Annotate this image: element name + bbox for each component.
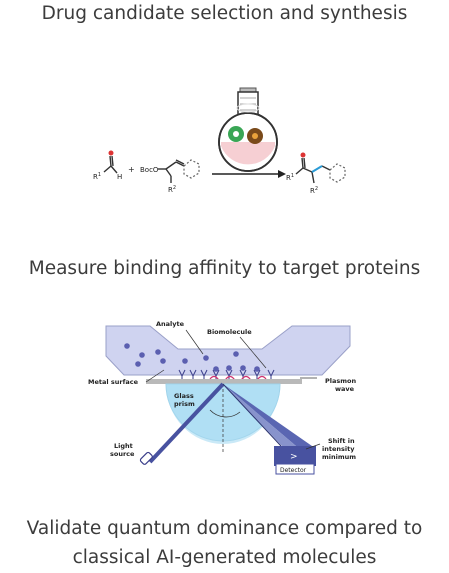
label-source: source [110, 450, 135, 458]
incident-beam [148, 382, 225, 464]
section-heading-synthesis: Drug candidate selection and synthesis [41, 3, 408, 24]
label-light: Light [114, 442, 133, 450]
green-gear-icon [228, 126, 244, 142]
svg-text:>: > [290, 452, 298, 462]
svg-text:Detector: Detector [280, 467, 307, 474]
section-heading-binding: Measure binding affinity to target prote… [28, 258, 421, 279]
metal-surface [146, 379, 302, 384]
label-plasmon: Plasmon [325, 377, 356, 385]
svg-text:H: H [117, 173, 122, 181]
validation-line-2: classical AI-generated molecules [72, 547, 377, 568]
label-glass: Glass [174, 392, 194, 400]
oxygen-atom [108, 150, 114, 156]
label-minimum: minimum [322, 453, 356, 461]
label-wave: wave [335, 385, 355, 393]
label-biomolecule: Biomolecule [207, 328, 252, 336]
spr-diagram: > Detector Analyte Biomolecule Metal sur… [88, 320, 356, 475]
flow-cell [105, 325, 351, 376]
label-analyte: Analyte [156, 320, 185, 328]
label-prism: prism [174, 400, 195, 408]
validation-line-1: Validate quantum dominance compared to [26, 518, 423, 539]
reflected-beams [222, 383, 312, 447]
svg-text:BocO: BocO [140, 166, 159, 174]
detector-icon: > Detector [274, 446, 316, 475]
svg-text:R2: R2 [310, 186, 318, 195]
svg-text:+: + [128, 165, 135, 174]
svg-text:R1: R1 [286, 173, 294, 182]
label-shift: Shift in [328, 437, 355, 445]
svg-text:R1: R1 [93, 172, 101, 181]
svg-text:R2: R2 [168, 185, 176, 194]
reaction-diagram: R1 H + BocO R2 R1 R2 [93, 87, 346, 195]
flask-icon [218, 87, 278, 172]
light-source-icon [139, 451, 153, 465]
reaction-arrow [212, 170, 286, 178]
label-metal-surface: Metal surface [88, 378, 139, 386]
brown-gear-icon [247, 128, 263, 144]
analyte-particles [124, 343, 239, 367]
section-heading-validation: Validate quantum dominance compared to c… [0, 514, 449, 572]
label-intensity: intensity [322, 445, 355, 453]
ring-dashed [183, 159, 200, 179]
